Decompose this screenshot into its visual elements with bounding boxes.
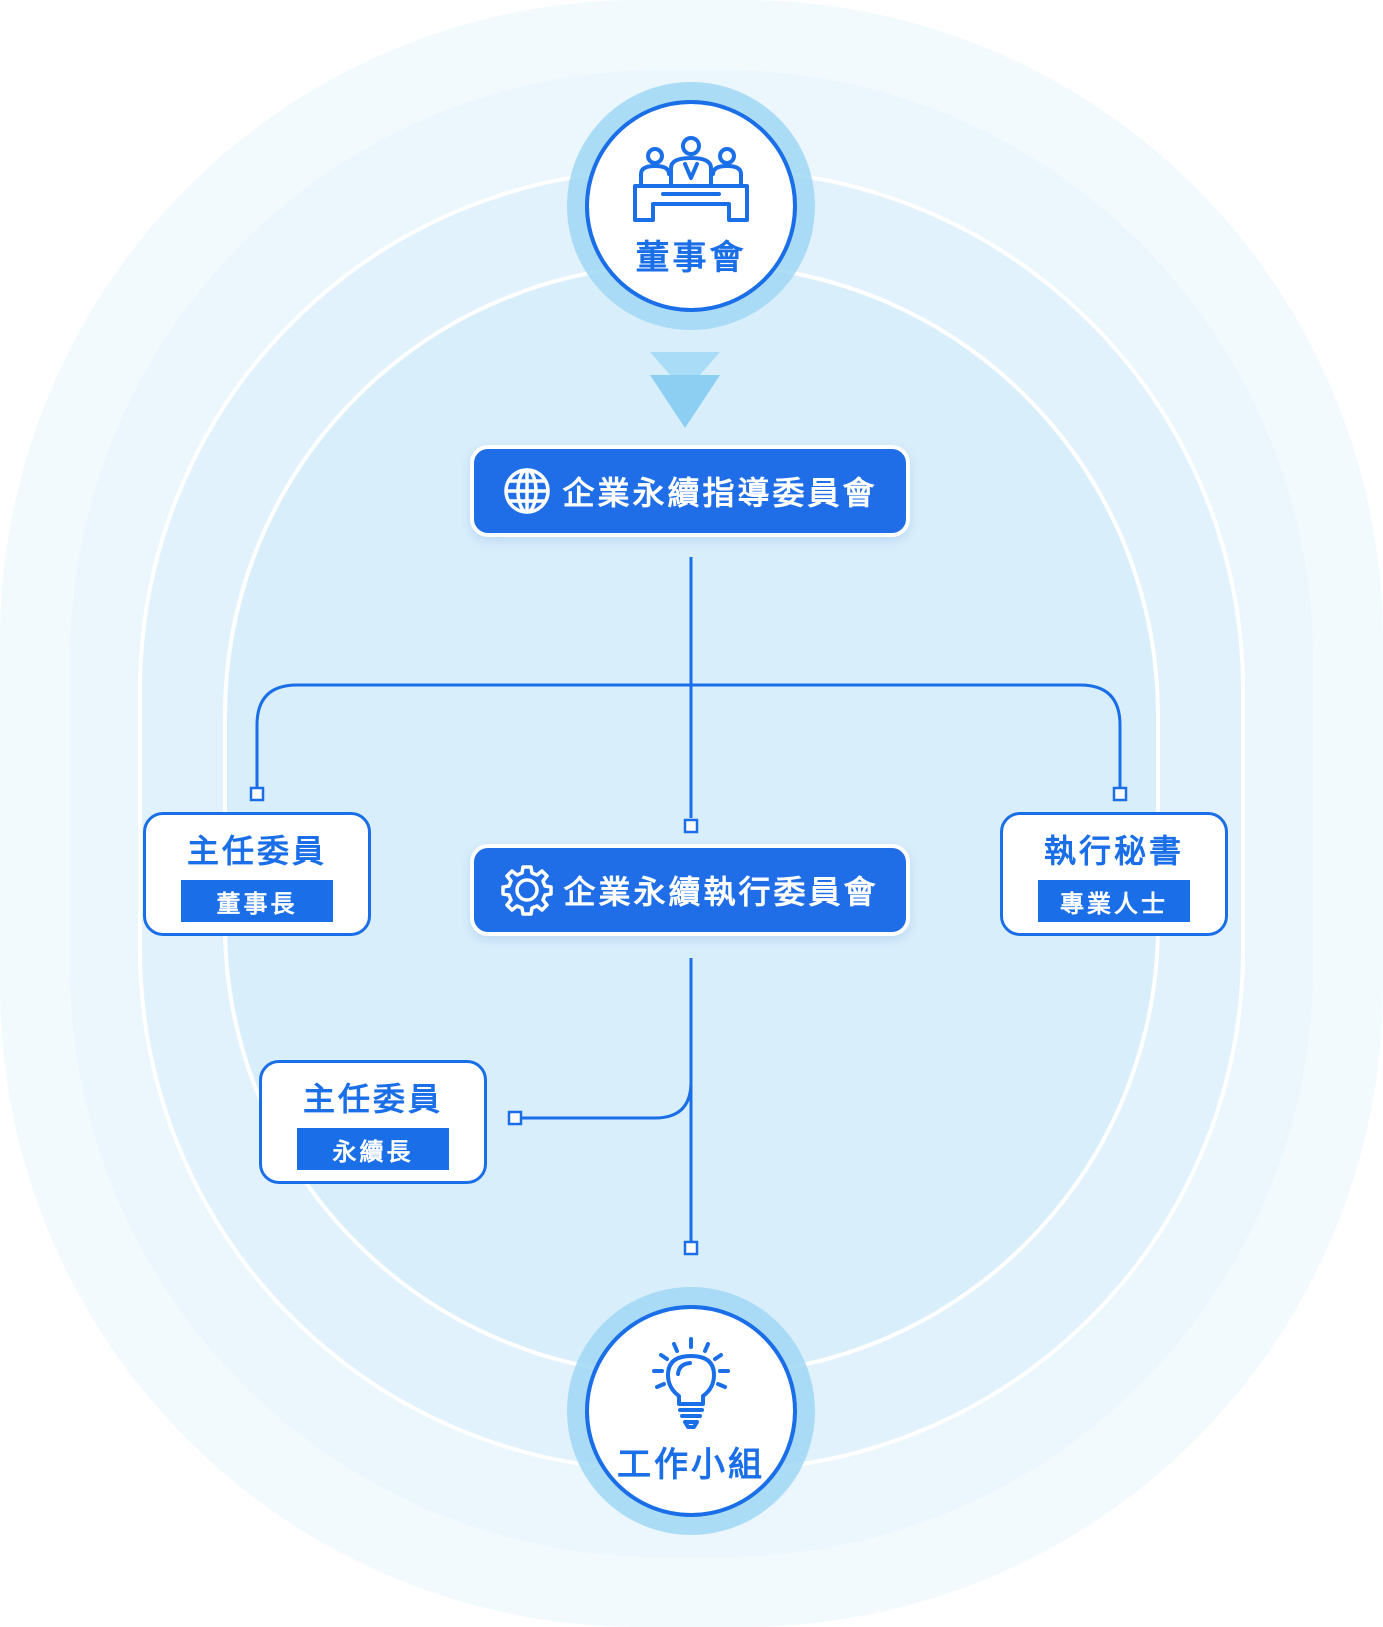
- connector-branch: [255, 683, 1122, 793]
- working-group-label: 工作小組: [617, 1445, 765, 1485]
- chair-card: 主任委員 董事長: [143, 812, 371, 936]
- chair-title: 主任委員: [186, 832, 327, 870]
- chair-badge: 董事長: [181, 880, 333, 922]
- secretary-title: 執行秘書: [1043, 832, 1184, 870]
- lower-chair-card: 主任委員 永續長: [259, 1060, 487, 1184]
- board-meeting-icon: [633, 135, 749, 222]
- connector-node: [507, 1110, 523, 1126]
- down-arrow-icon: [650, 352, 720, 428]
- steering-committee-label: 企業永續指導委員會: [562, 474, 878, 512]
- lower-chair-title: 主任委員: [302, 1080, 443, 1118]
- board-label: 董事會: [635, 237, 747, 278]
- secretary-badge: 專業人士: [1038, 880, 1190, 922]
- secretary-card: 執行秘書 專業人士: [1000, 812, 1228, 936]
- lower-chair-badge: 永續長: [297, 1128, 449, 1170]
- connector-node: [683, 1240, 699, 1256]
- executive-committee-label: 企業永續執行委員會: [563, 873, 879, 911]
- lightbulb-icon: [652, 1337, 730, 1429]
- board-node: 董事會: [585, 100, 797, 312]
- executive-committee-box: 企業永續執行委員會: [470, 844, 910, 936]
- working-group-node: 工作小組: [585, 1305, 797, 1517]
- connector-node: [683, 818, 699, 834]
- gear-icon: [501, 865, 554, 916]
- globe-icon: [504, 468, 551, 514]
- connector-lower-chair: [515, 1081, 693, 1120]
- connector-node: [1112, 786, 1128, 802]
- steering-committee-box: 企業永續指導委員會: [470, 445, 910, 537]
- connector-node: [249, 786, 265, 802]
